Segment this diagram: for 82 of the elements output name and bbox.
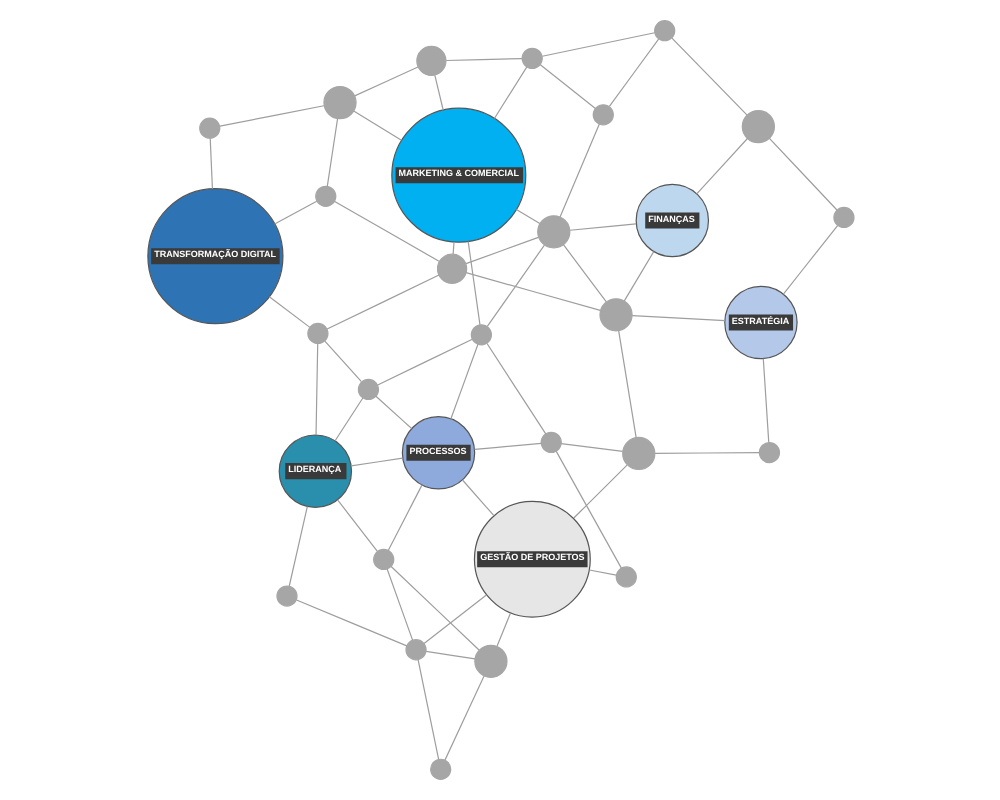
connector: [767, 137, 837, 211]
connector: [466, 241, 480, 326]
connector: [485, 342, 546, 435]
connector: [761, 358, 769, 443]
connector: [424, 650, 475, 660]
node-circle: [653, 20, 675, 42]
connector: [561, 244, 606, 303]
node-circle: [473, 644, 507, 678]
connector: [449, 343, 478, 420]
connector: [335, 499, 377, 552]
connector: [559, 443, 623, 453]
node-circle: [591, 104, 613, 126]
connector: [622, 251, 654, 302]
node-circle: [740, 109, 774, 144]
connector: [670, 37, 747, 116]
node-circle: [536, 215, 570, 249]
connector: [464, 236, 538, 265]
connector: [451, 241, 454, 255]
connector: [607, 38, 659, 107]
node-circle: [275, 585, 297, 607]
node-circle: [415, 45, 446, 76]
connector: [267, 296, 310, 328]
node-circle: [621, 436, 655, 471]
node-circle: [520, 47, 542, 69]
connector: [443, 675, 484, 761]
connector: [630, 315, 725, 322]
connector: [492, 66, 527, 120]
node-circle: [614, 566, 636, 588]
connector: [653, 452, 759, 454]
connector: [514, 208, 540, 225]
connector: [325, 118, 338, 187]
connector: [422, 594, 486, 645]
connector: [389, 565, 479, 651]
node-circle: [372, 548, 394, 571]
connector: [314, 342, 318, 436]
node-circle: [356, 378, 379, 401]
connector: [695, 137, 748, 195]
node-circle: [198, 117, 220, 139]
node-circle: [757, 441, 780, 464]
connector: [349, 457, 403, 467]
node-circle: [598, 298, 632, 332]
connector: [554, 450, 621, 569]
node-circle: [322, 85, 356, 120]
node-circle: [306, 322, 328, 345]
connector: [325, 274, 439, 330]
connector: [376, 338, 472, 386]
connector: [538, 64, 595, 110]
connector: [333, 200, 439, 262]
connector: [416, 659, 439, 760]
node-circle: [539, 431, 561, 453]
connector: [473, 442, 541, 451]
node-circle: [404, 639, 426, 661]
connector: [495, 612, 511, 647]
connector: [294, 599, 407, 647]
connector: [273, 200, 317, 225]
node-circle: [469, 324, 492, 346]
node-circle: [435, 253, 467, 284]
connector: [323, 340, 361, 383]
connector: [287, 505, 307, 587]
connector: [444, 58, 522, 62]
connector: [587, 569, 616, 576]
connector: [433, 74, 443, 111]
connector: [208, 137, 213, 190]
node-circle: [314, 185, 336, 207]
connector: [353, 66, 418, 97]
connector: [568, 223, 636, 231]
connector: [352, 110, 402, 141]
connector: [374, 395, 412, 430]
connector: [460, 479, 494, 517]
connector: [218, 105, 324, 127]
node-circle: [832, 206, 854, 229]
connector: [781, 224, 838, 295]
connector: [558, 123, 599, 218]
connector: [485, 244, 544, 327]
connector: [386, 484, 422, 551]
node-circle: [429, 758, 451, 780]
connector: [617, 330, 636, 439]
connector: [540, 32, 655, 57]
connector: [333, 397, 363, 442]
connector: [572, 464, 627, 519]
connector: [385, 568, 413, 641]
connector: [464, 272, 600, 311]
